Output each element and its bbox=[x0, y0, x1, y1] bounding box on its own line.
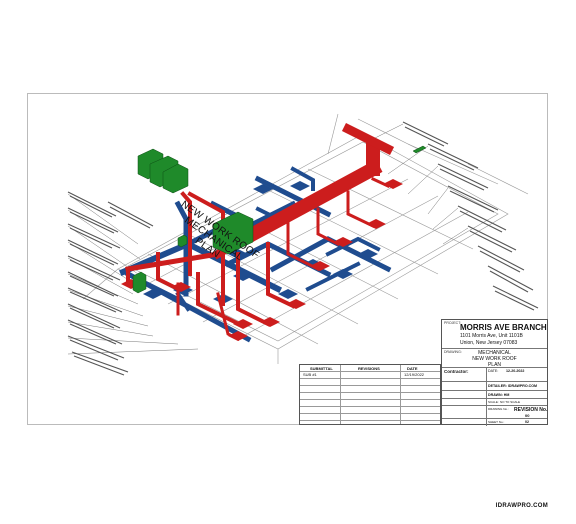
rtu-unit-3 bbox=[162, 163, 189, 194]
project-label: PROJECT: bbox=[444, 321, 461, 325]
rev-header-date: DATE bbox=[407, 366, 418, 371]
site-watermark: IDRAWPRO.COM bbox=[495, 503, 548, 509]
scale-label: SCALE: bbox=[488, 400, 499, 404]
contractor-label: Contractor: bbox=[444, 369, 469, 374]
drawn-by: DRAWN: HM bbox=[488, 393, 510, 397]
exhaust-fan bbox=[132, 271, 147, 294]
title-block: PROJECT: MORRIS AVE BRANCH 1101 Morris A… bbox=[441, 319, 548, 426]
project-address-1: 1101 Morris Ave, Unit 1101B bbox=[460, 333, 523, 339]
small-unit bbox=[177, 234, 188, 248]
annotation-leaders-right bbox=[372, 123, 469, 245]
rev-cell-submittal: SUB #1 bbox=[303, 372, 317, 377]
annotation-leaders-left bbox=[67, 193, 199, 355]
sheet-value: 02 bbox=[525, 420, 529, 424]
sheet-label: SHEET No.: bbox=[488, 420, 505, 424]
detailer: DETAILER: IDRAWPRO.COM bbox=[488, 384, 538, 388]
annotation-notes-left bbox=[67, 191, 154, 376]
date-value: 12-20-2022 bbox=[506, 369, 525, 373]
drawing-no-label: DRAWING No.: bbox=[488, 407, 509, 411]
roof-unit-small bbox=[412, 145, 427, 154]
date-label: DATE: bbox=[488, 369, 499, 373]
drawing-name-line-2: NEW WORK ROOF bbox=[472, 356, 517, 362]
rtu-unit-4 bbox=[212, 211, 254, 255]
isometric-duct-drawing bbox=[67, 113, 539, 376]
project-address-2: Union, New Jersey 07083 bbox=[460, 340, 518, 346]
drawing-sheet: NEW WORK ROOF MECHANICAL PLAN bbox=[27, 93, 548, 425]
annotation-notes-right bbox=[402, 121, 539, 311]
revision-value: 00 bbox=[525, 413, 530, 418]
rev-header-submittal: SUBMITTAL bbox=[310, 366, 333, 371]
revision-table: SUBMITTAL REVISIONS DATE SUB #1 12/19/20… bbox=[299, 364, 441, 425]
drawing-label: DRAWING: bbox=[444, 350, 462, 354]
project-name: MORRIS AVE BRANCH bbox=[460, 323, 547, 332]
drawing-name-line-1: MECHANICAL bbox=[478, 350, 511, 356]
drawing-name-line-3: PLAN bbox=[487, 362, 502, 368]
rev-header-revisions: REVISIONS bbox=[358, 366, 380, 371]
scale-value: NO TO SCALE bbox=[500, 400, 521, 404]
revision-label: REVISION No. bbox=[514, 407, 548, 413]
supply-ductwork bbox=[125, 122, 395, 342]
mechanical-equipment bbox=[132, 145, 427, 294]
rev-cell-date: 12/19/2022 bbox=[404, 372, 425, 377]
